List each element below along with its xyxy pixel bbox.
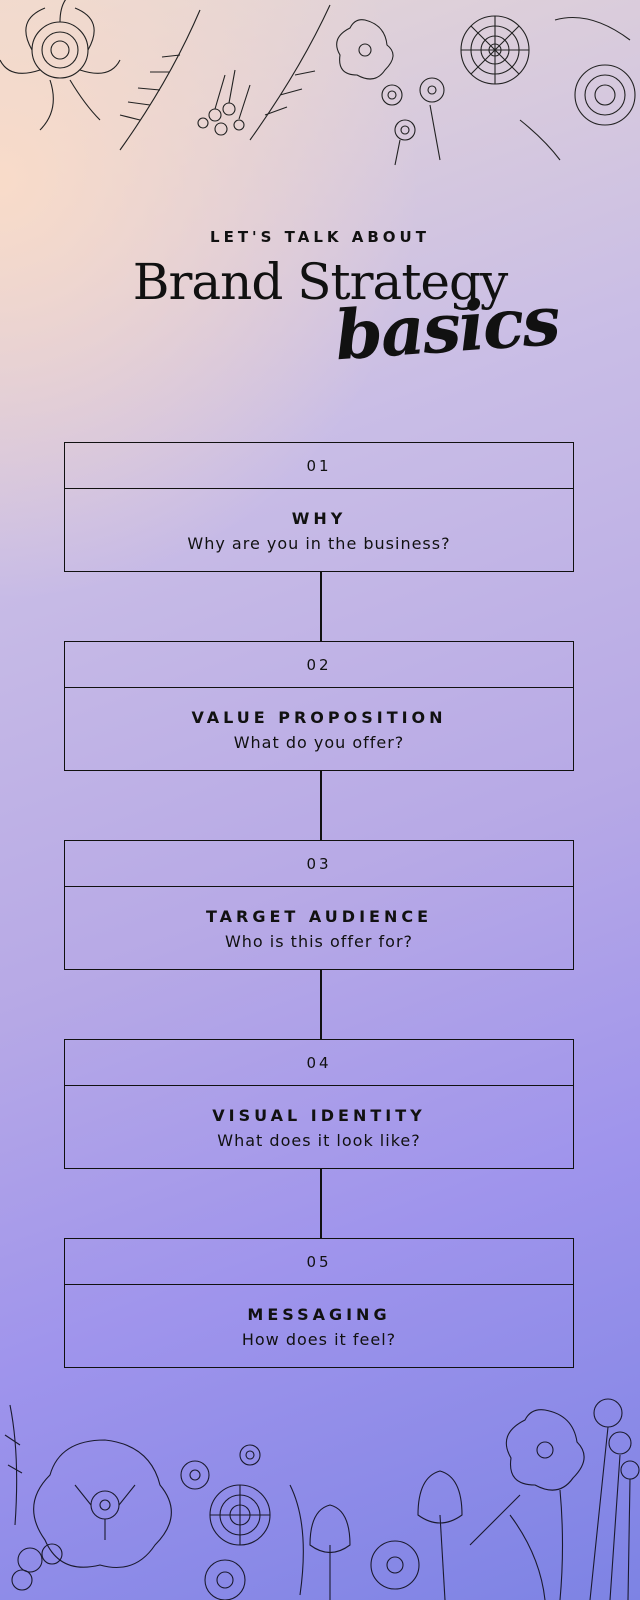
header: LET'S TALK ABOUT Brand Strategy basics <box>0 0 640 400</box>
step-description: How does it feel? <box>241 1330 397 1349</box>
step-number: 01 <box>65 443 573 489</box>
step-heading: TARGET AUDIENCE <box>205 907 433 926</box>
step-heading: VISUAL IDENTITY <box>212 1106 426 1125</box>
step-number: 05 <box>65 1239 573 1285</box>
floral-top-icon <box>0 0 636 166</box>
step-number: 04 <box>65 1040 573 1086</box>
floral-bottom-icon <box>4 1398 640 1600</box>
step-card: 02 VALUE PROPOSITION What do you offer? <box>64 641 574 771</box>
step-connector <box>320 970 322 1040</box>
step-card: 05 MESSAGING How does it feel? <box>64 1238 574 1368</box>
step-heading: WHY <box>291 509 347 528</box>
step-card: 03 TARGET AUDIENCE Who is this offer for… <box>64 840 574 970</box>
step-connector <box>320 1169 322 1239</box>
title-script: basics <box>332 280 561 377</box>
page-title: Brand Strategy <box>132 253 509 311</box>
step-description: Who is this offer for? <box>224 932 414 951</box>
step-description: What does it look like? <box>217 1131 421 1150</box>
step-description: Why are you in the business? <box>187 534 451 553</box>
step-heading: MESSAGING <box>247 1305 391 1324</box>
step-heading: VALUE PROPOSITION <box>191 708 447 727</box>
step-number: 03 <box>65 841 573 887</box>
step-connector <box>320 572 322 642</box>
header-kicker: LET'S TALK ABOUT <box>210 228 430 246</box>
step-card: 01 WHY Why are you in the business? <box>64 442 574 572</box>
step-card: 04 VISUAL IDENTITY What does it look lik… <box>64 1039 574 1169</box>
step-description: What do you offer? <box>233 733 405 752</box>
step-number: 02 <box>65 642 573 688</box>
step-connector <box>320 771 322 841</box>
